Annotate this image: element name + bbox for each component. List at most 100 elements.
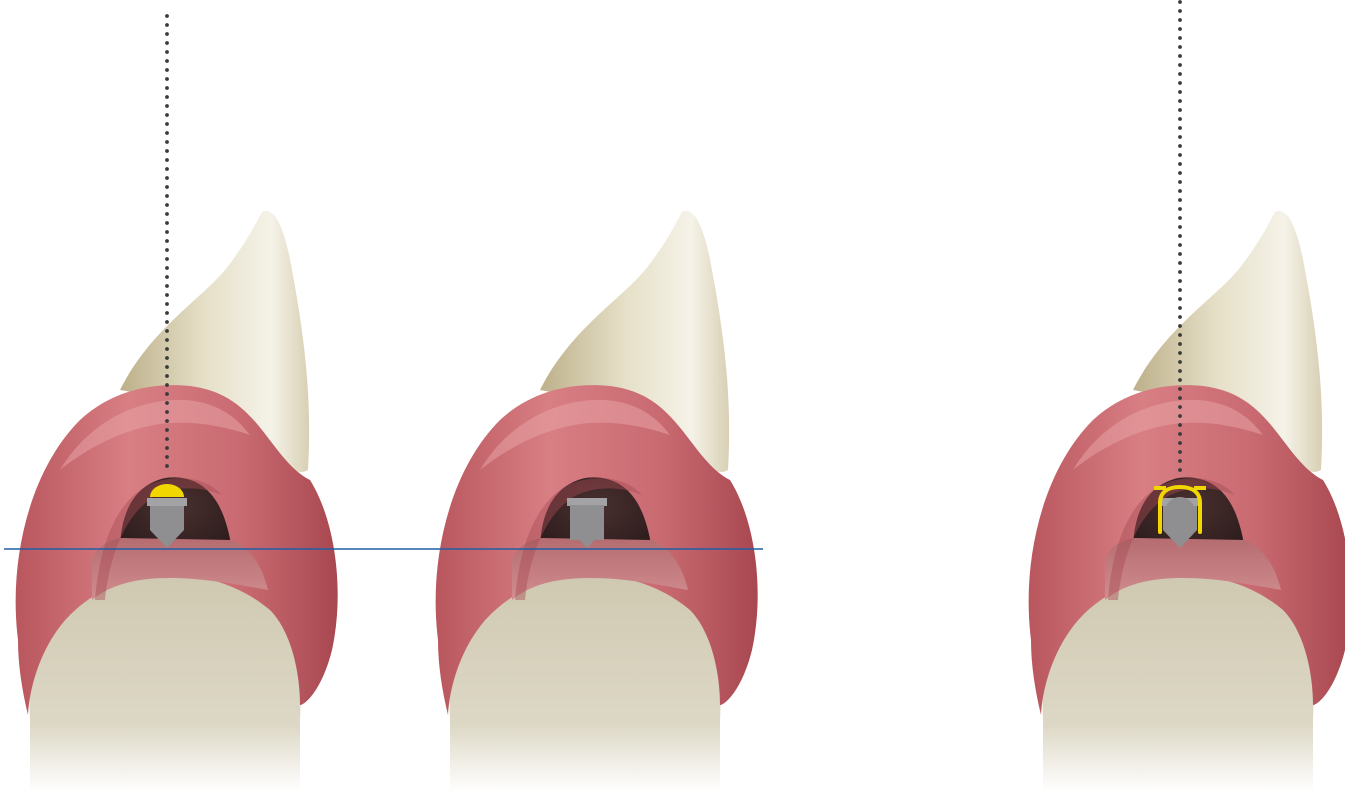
leader-dot	[1178, 369, 1182, 373]
leader-dot	[165, 14, 169, 18]
leader-dot	[1178, 414, 1182, 418]
leader-dot	[165, 284, 169, 288]
leader-dot	[165, 311, 169, 315]
leader-dot	[1178, 81, 1182, 85]
leader-dot	[165, 419, 169, 423]
leader-dot	[1178, 171, 1182, 175]
leader-dot	[1178, 468, 1182, 472]
leader-dot	[1178, 306, 1182, 310]
leader-dot	[165, 68, 169, 72]
leader-dot	[1178, 378, 1182, 382]
leader-dot	[1178, 153, 1182, 157]
leader-dot	[1178, 117, 1182, 121]
leader-dot	[165, 275, 169, 279]
leader-dot	[1178, 324, 1182, 328]
leader-dot	[1178, 108, 1182, 112]
leader-dot	[1178, 45, 1182, 49]
leader-dot	[165, 212, 169, 216]
leader-dot	[1178, 198, 1182, 202]
leader-dot	[165, 122, 169, 126]
leader-dot	[1178, 90, 1182, 94]
panel-housing-attachment	[1029, 211, 1345, 792]
leader-dot	[1178, 216, 1182, 220]
leader-dot	[165, 392, 169, 396]
leader-dot	[1178, 180, 1182, 184]
leader-dot	[165, 23, 169, 27]
leader-dot	[1178, 441, 1182, 445]
leader-dot	[1178, 261, 1182, 265]
leader-dot	[1178, 315, 1182, 319]
leader-dot	[165, 158, 169, 162]
leader-dot	[1178, 288, 1182, 292]
leader-dot	[165, 149, 169, 153]
implant-collar	[567, 498, 607, 506]
leader-dot	[165, 185, 169, 189]
leader-dot	[165, 329, 169, 333]
leader-dot	[1178, 135, 1182, 139]
leader-dot	[1178, 72, 1182, 76]
implant-collar	[147, 498, 187, 506]
leader-dot	[165, 176, 169, 180]
leader-dot	[165, 194, 169, 198]
leader-dot	[165, 410, 169, 414]
leader-dot	[1178, 207, 1182, 211]
leader-dot	[165, 167, 169, 171]
panel-no-attachment	[436, 211, 758, 792]
leader-dot	[1178, 144, 1182, 148]
leader-dot	[165, 131, 169, 135]
leader-dot	[165, 203, 169, 207]
leader-dot	[1178, 270, 1182, 274]
implant-ball	[1165, 497, 1195, 527]
leader-dot	[1178, 279, 1182, 283]
leader-dot	[1178, 342, 1182, 346]
tooth-cross-section	[1029, 211, 1345, 792]
tooth-cross-section	[16, 211, 338, 792]
leader-dot	[165, 113, 169, 117]
leader-dot	[165, 104, 169, 108]
leader-dot	[1178, 234, 1182, 238]
leader-dot	[1178, 189, 1182, 193]
leader-dot	[165, 428, 169, 432]
leader-dot	[165, 401, 169, 405]
leader-dot	[165, 356, 169, 360]
leader-dot	[165, 50, 169, 54]
leader-dot	[1178, 9, 1182, 13]
leader-dot	[165, 293, 169, 297]
leader-dot	[165, 77, 169, 81]
leader-dot	[1178, 162, 1182, 166]
leader-dot	[165, 464, 169, 468]
leader-dot	[165, 221, 169, 225]
leader-dot	[165, 32, 169, 36]
leader-dot	[1178, 54, 1182, 58]
leader-dot	[1178, 450, 1182, 454]
leader-dot	[1178, 432, 1182, 436]
leader-dot	[1178, 396, 1182, 400]
leader-dot	[165, 347, 169, 351]
leader-dot	[165, 257, 169, 261]
leader-dot	[1178, 459, 1182, 463]
leader-dot	[1178, 36, 1182, 40]
leader-dot	[1178, 99, 1182, 103]
leader-dot	[165, 455, 169, 459]
leader-dot	[1178, 387, 1182, 391]
leader-dot	[165, 446, 169, 450]
leader-dot	[1178, 333, 1182, 337]
leader-dot	[1178, 63, 1182, 67]
leader-dot	[1178, 18, 1182, 22]
leader-dot	[165, 41, 169, 45]
leader-dot	[165, 365, 169, 369]
leader-dot	[1178, 360, 1182, 364]
leader-dot	[165, 266, 169, 270]
leader-dot	[1178, 252, 1182, 256]
leader-dot	[165, 239, 169, 243]
leader-dot	[1178, 27, 1182, 31]
panel-cap-attachment	[16, 211, 338, 792]
leader-dot	[1178, 0, 1182, 4]
leader-dot	[165, 302, 169, 306]
leader-dot	[165, 59, 169, 63]
leader-dot	[1178, 423, 1182, 427]
leader-dot	[1178, 243, 1182, 247]
leader-dot	[165, 437, 169, 441]
leader-dot	[165, 86, 169, 90]
